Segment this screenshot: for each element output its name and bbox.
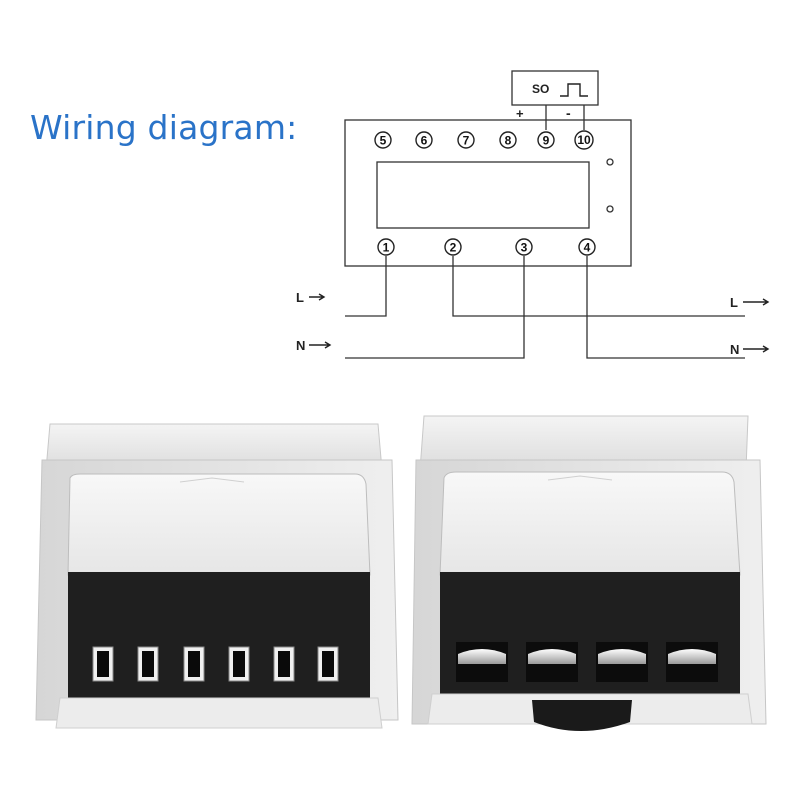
wire-terminal-3-N-in xyxy=(345,256,525,359)
terminal-3: 3 xyxy=(515,238,533,256)
terminal-10: 10 xyxy=(574,130,594,150)
diagram-title: Wiring diagram: xyxy=(30,108,298,147)
terminal-9: 9 xyxy=(537,131,555,149)
pulse-plus-sign: + xyxy=(516,106,524,121)
arrow-right-icon xyxy=(743,345,770,353)
schematic xyxy=(344,70,745,359)
led-indicator-bottom xyxy=(606,205,614,213)
wire-terminal-4-N-out xyxy=(586,256,745,359)
svg-text:9: 9 xyxy=(543,134,550,148)
terminal-4: 4 xyxy=(578,238,596,256)
product-photo-left xyxy=(35,423,399,729)
svg-text:7: 7 xyxy=(463,134,470,148)
svg-text:L: L xyxy=(296,290,304,305)
pulse-output-box xyxy=(511,70,599,106)
arrow-right-icon xyxy=(743,298,770,306)
terminal-6: 6 xyxy=(415,131,433,149)
svg-text:2: 2 xyxy=(450,241,457,255)
terminal-7: 7 xyxy=(457,131,475,149)
arrow-right-icon xyxy=(309,341,332,349)
product-photo-right xyxy=(411,415,767,731)
terminal-8: 8 xyxy=(499,131,517,149)
right-line-N: N xyxy=(730,342,770,357)
wire-terminal-1-L-in xyxy=(345,256,387,317)
display-window xyxy=(376,161,590,229)
terminal-1: 1 xyxy=(377,238,395,256)
svg-text:3: 3 xyxy=(521,241,528,255)
din-rail-clip xyxy=(532,700,632,731)
terminal-screws-right xyxy=(456,642,718,682)
terminal-2: 2 xyxy=(444,238,462,256)
svg-text:5: 5 xyxy=(380,134,387,148)
svg-text:1: 1 xyxy=(383,241,390,255)
left-line-L: L xyxy=(296,290,326,305)
svg-text:N: N xyxy=(730,342,739,357)
svg-text:4: 4 xyxy=(584,241,591,255)
svg-text:8: 8 xyxy=(505,134,512,148)
led-indicator-top xyxy=(606,158,614,166)
svg-text:6: 6 xyxy=(421,134,428,148)
svg-text:L: L xyxy=(730,295,738,310)
top-terminal-row: 5 6 7 8 9 10 xyxy=(374,130,594,150)
right-line-L: L xyxy=(730,295,770,310)
left-line-N: N xyxy=(296,338,332,353)
arrow-right-icon xyxy=(309,293,326,301)
bottom-terminal-row: 1 2 3 4 xyxy=(377,238,596,256)
pulse-waveform-icon xyxy=(560,83,588,97)
terminal-holes-left xyxy=(92,646,339,682)
pulse-output-label: SO xyxy=(532,82,549,96)
terminal-5: 5 xyxy=(374,131,392,149)
wire-terminal-2-L-out xyxy=(452,256,745,317)
svg-text:N: N xyxy=(296,338,305,353)
pulse-minus-sign: - xyxy=(566,105,571,121)
svg-text:10: 10 xyxy=(577,133,591,147)
